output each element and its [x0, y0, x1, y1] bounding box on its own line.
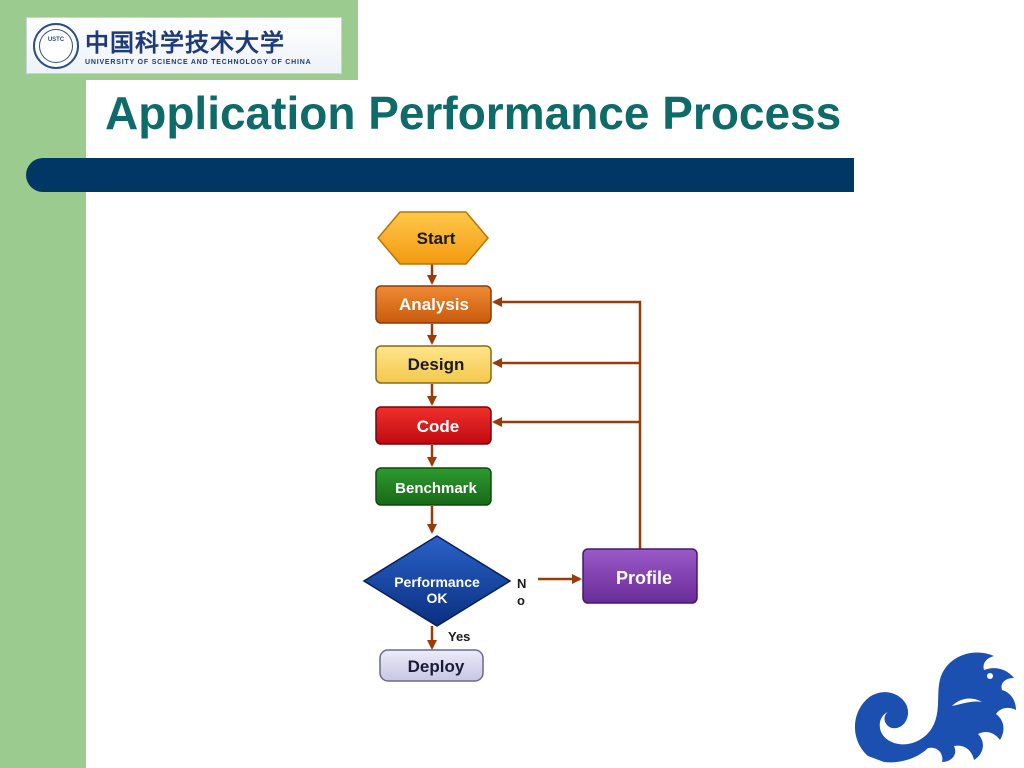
design-label: Design	[408, 355, 465, 374]
start-node: Start	[377, 211, 489, 265]
deploy-node: Deploy	[379, 649, 484, 682]
profile-label: Profile	[616, 568, 672, 588]
code-node: Code	[375, 406, 492, 445]
analysis-node: Analysis	[375, 285, 492, 324]
university-chinese-name: 中国科学技术大学	[85, 28, 285, 57]
no-branch-label: N	[517, 576, 526, 591]
left-green-band	[0, 0, 86, 768]
benchmark-label: Benchmark	[395, 480, 477, 497]
ustc-seal-icon: USTC	[33, 23, 79, 69]
analysis-label: Analysis	[399, 295, 469, 314]
university-logo: USTC 中国科学技术大学 UNIVERSITY OF SCIENCE AND …	[26, 17, 342, 74]
code-label: Code	[417, 417, 460, 436]
blue-dragon-icon	[854, 652, 1016, 763]
performance-decision-node: Performance OK	[362, 535, 512, 627]
profile-node: Profile	[582, 548, 698, 604]
start-label: Start	[417, 229, 456, 248]
design-node: Design	[375, 345, 492, 384]
decision-label-line1: Performance	[394, 574, 480, 590]
university-english-name: UNIVERSITY OF SCIENCE AND TECHNOLOGY OF …	[85, 59, 312, 66]
yes-branch-label: Yes	[448, 629, 470, 644]
slide-title: Application Performance Process	[105, 87, 842, 139]
title-underline-bar	[26, 158, 854, 192]
decision-label-line2: OK	[427, 590, 448, 606]
benchmark-node: Benchmark	[375, 467, 492, 506]
flow-connectors	[427, 263, 642, 650]
deploy-label: Deploy	[408, 657, 465, 676]
no-branch-label-tail: o	[517, 593, 525, 608]
seal-code: USTC	[47, 37, 65, 43]
